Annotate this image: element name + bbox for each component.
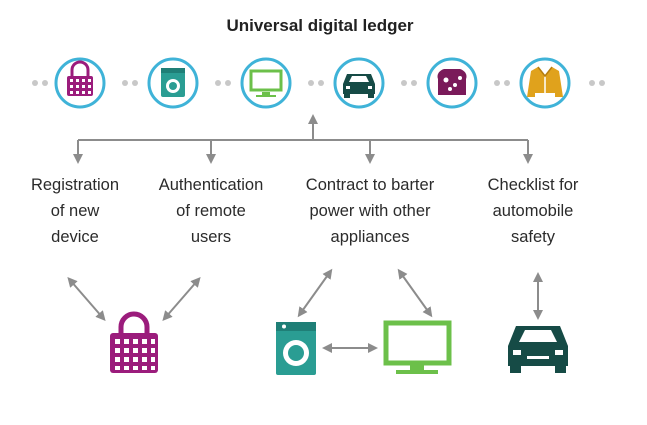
bracket-connector xyxy=(73,114,533,164)
label-authentication: Authentication of remote users xyxy=(158,176,264,246)
ledger-jacket-node xyxy=(519,57,571,109)
label-automobile-checklist: Checklist for automobile safety xyxy=(487,176,579,246)
car-icon xyxy=(343,74,375,98)
ledger-tv-node xyxy=(240,57,292,109)
padlock-icon xyxy=(110,311,158,373)
washing-machine-icon xyxy=(276,322,316,375)
jacket-icon xyxy=(527,66,563,97)
toast-icon xyxy=(437,69,467,95)
ledger-car-node xyxy=(333,57,385,109)
double-arrows xyxy=(67,268,543,353)
television-icon xyxy=(383,320,452,374)
television-icon xyxy=(249,69,283,97)
car-icon xyxy=(508,326,568,373)
label-registration: Registration of new device xyxy=(30,176,120,246)
washing-machine-icon xyxy=(161,68,185,97)
ledger-padlock-node xyxy=(54,57,106,109)
ledger-washer-node xyxy=(147,57,199,109)
padlock-icon xyxy=(67,60,93,96)
ledger-dots xyxy=(32,80,605,86)
label-barter-contract: Contract to barter power with other appl… xyxy=(305,176,435,246)
diagram-title: Universal digital ledger xyxy=(226,16,414,35)
ledger-toast-node xyxy=(426,57,478,109)
